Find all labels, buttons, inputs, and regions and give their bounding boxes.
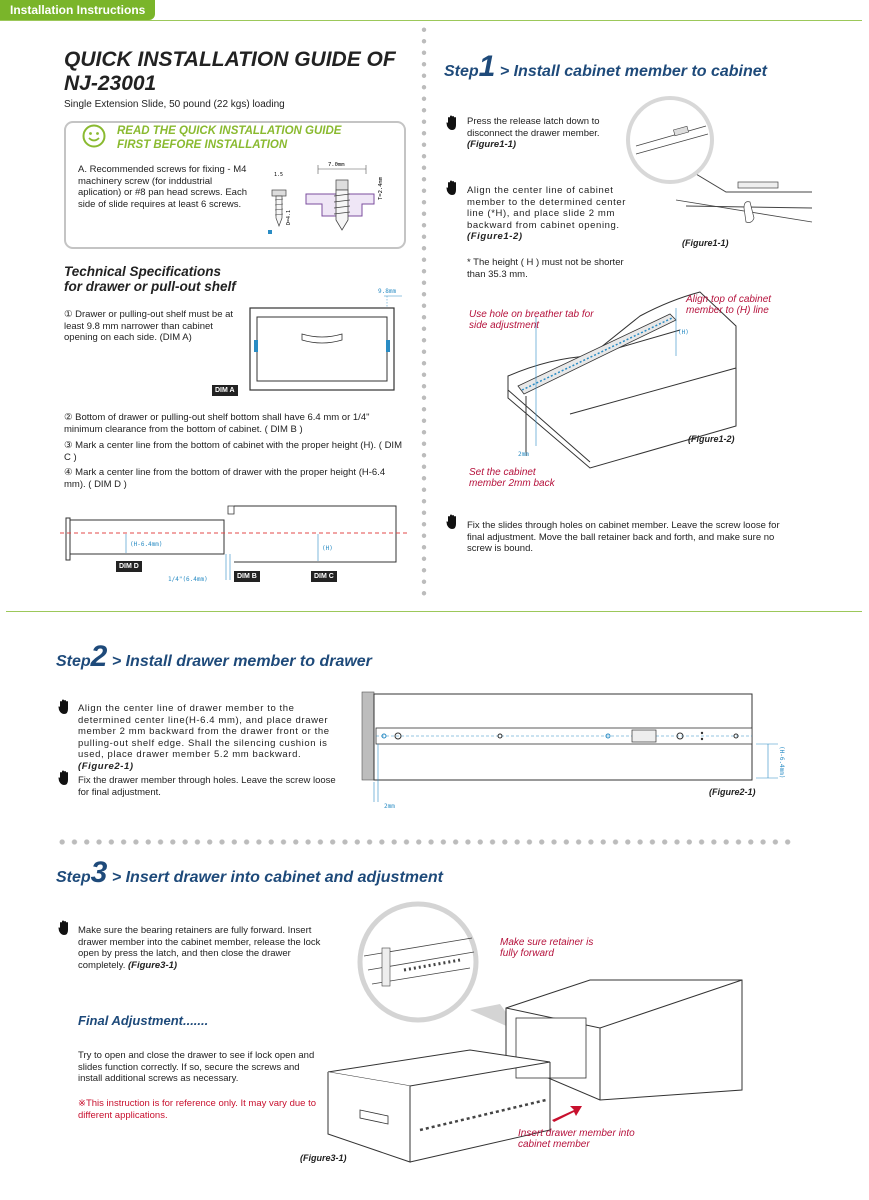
step3-para1: Make sure the bearing retainers are full… — [78, 925, 340, 971]
read-first-line1: READ THE QUICK INSTALLATION GUIDE — [117, 125, 342, 137]
screw-width-label: 7.0mm — [328, 162, 345, 168]
guide-title-line1: QUICK INSTALLATION GUIDE OF — [64, 48, 396, 71]
figure-1-1 — [626, 96, 813, 223]
smiley-icon — [82, 124, 106, 148]
spec-item-4: ④ Mark a center line from the bottom of … — [64, 467, 386, 490]
step3-title: > Insert drawer into cabinet and adjustm… — [111, 869, 443, 886]
final-adjustment-heading: Final Adjustment....... — [78, 1013, 209, 1028]
step1-para1-text: Press the release latch down to disconne… — [467, 116, 600, 139]
top-divider — [0, 20, 862, 21]
dim-d-tag: DIM D — [116, 561, 142, 572]
figure-2-1-2mm: 2mm — [384, 803, 395, 810]
read-first-box — [64, 121, 406, 249]
step1-para2-text: Align the center line of cabinet member … — [467, 185, 627, 231]
read-first-line2: FIRST BEFORE INSTALLATION — [117, 139, 288, 151]
dim-bcd-drawing: (H-6.4mm) (H) 1/4"(6.4mm) — [60, 505, 408, 583]
guide-title: QUICK INSTALLATION GUIDE OF NJ-23001 — [64, 48, 396, 96]
step3-para1-fig: (Figure3-1) — [127, 959, 178, 971]
hand-icon — [58, 770, 68, 785]
guide-title-line2: NJ-23001 — [64, 72, 157, 95]
screw-dim-a-label: 1.5 — [274, 172, 283, 178]
dim-a-tag: DIM A — [212, 385, 238, 396]
figure-1-2: (H) 2mm — [507, 291, 737, 469]
step1-title: > Install cabinet member to cabinet — [499, 63, 767, 80]
guide-subtitle: Single Extension Slide, 50 pound (22 kgs… — [64, 99, 285, 110]
step1-number: 1 — [478, 50, 496, 83]
figure-1-1-caption: (Figure1-1) — [682, 238, 729, 248]
callout-retainer: Make sure retainer is fully forward — [500, 937, 594, 959]
step1-heading: Step1 > Install cabinet member to cabine… — [444, 50, 767, 84]
figure-1-2-h: (H) — [678, 329, 689, 336]
hand-icon — [58, 920, 68, 935]
step1-para1-fig: (Figure1-1) — [467, 139, 517, 150]
figure-3-1-caption: (Figure3-1) — [300, 1153, 347, 1163]
final-adjustment-text: Try to open and close the drawer to see … — [78, 1050, 315, 1084]
step1-para1: Press the release latch down to disconne… — [467, 116, 637, 151]
hand-icon — [58, 699, 68, 714]
spec-heading-line1: Technical Specifications — [64, 264, 222, 279]
step1-para2: Align the center line of cabinet member … — [467, 185, 635, 243]
dim-a-drawing: 9.8mm — [249, 288, 402, 391]
step2-number: 2 — [90, 640, 108, 673]
step3-heading: Step3 > Insert drawer into cabinet and a… — [56, 856, 443, 890]
spec-item-3: ③ Mark a center line from the bottom of … — [64, 440, 402, 463]
figure-1-2-2mm: 2mm — [518, 451, 529, 458]
reference-note: ※This instruction is for reference only.… — [78, 1098, 316, 1121]
callout-align-top: Align top of cabinet member to (H) line — [686, 294, 772, 316]
step2-heading: Step2 > Install drawer member to drawer — [56, 640, 372, 674]
figure-1-2-caption: (Figure1-2) — [688, 434, 735, 444]
screw-dim-b-label: D=4.1 — [286, 210, 292, 225]
callout-set-2mm: Set the cabinet member 2mm back — [469, 467, 555, 489]
hand-icon — [446, 514, 456, 529]
section-tag: Installation Instructions — [0, 0, 156, 20]
callout-insert: Insert drawer member into cabinet member — [518, 1128, 635, 1150]
step2-para2: Fix the drawer member through holes. Lea… — [78, 775, 336, 798]
figure-2-1-h64: (H-6.4mm) — [778, 746, 785, 779]
middle-divider — [6, 611, 862, 612]
step2-para1: Align the center line of drawer member t… — [78, 703, 340, 772]
dim-d-value: (H-6.4mm) — [130, 541, 163, 548]
step3-para1-text: Make sure the bearing retainers are full… — [78, 925, 321, 971]
screw-thickness-label: T=2.4mm — [378, 176, 384, 200]
screw-recommendation: A. Recommended screws for fixing - M4 ma… — [78, 164, 247, 210]
step1-word: Step — [444, 63, 479, 80]
screw-diagram: 7.0mm T=2.4mm 1.5 D=4.1 — [268, 162, 384, 234]
callout-breather-hole: Use hole on breather tab for side adjust… — [469, 309, 594, 331]
dim-c-value: (H) — [322, 545, 333, 552]
step1-para3: Fix the slides through holes on cabinet … — [467, 520, 780, 554]
hand-icon — [446, 180, 456, 195]
dim-c-tag: DIM C — [311, 571, 337, 582]
dim-b-tag: DIM B — [234, 571, 260, 582]
spec-item-2: ② Bottom of drawer or pulling-out shelf … — [64, 412, 370, 435]
vertical-dot-divider — [421, 24, 427, 600]
step3-word: Step — [56, 869, 91, 886]
dim-a-value: 9.8mm — [378, 288, 396, 295]
step1-para2-fig: (Figure1-2) — [467, 231, 523, 242]
read-first-title: READ THE QUICK INSTALLATION GUIDE FIRST … — [117, 124, 341, 152]
step3-number: 3 — [90, 856, 108, 889]
step2-para1-fig: (Figure2-1) — [78, 760, 134, 772]
figure-3-1 — [327, 901, 743, 1163]
step2-para1-text: Align the center line of drawer member t… — [78, 703, 330, 760]
step2-word: Step — [56, 653, 91, 670]
figure-2-1-caption: (Figure2-1) — [709, 787, 756, 797]
step1-note: * The height ( H ) must not be shorter t… — [467, 257, 624, 280]
spec-item-1: ① Drawer or pulling-out shelf must be at… — [64, 309, 234, 343]
hand-icon — [446, 115, 456, 130]
spec-heading-line2: for drawer or pull-out shelf — [64, 279, 236, 294]
step2-title: > Install drawer member to drawer — [111, 653, 372, 670]
figure-2-1: (H-6.4mm) 2mm — [361, 691, 785, 810]
dim-b-value: 1/4"(6.4mm) — [168, 576, 208, 583]
horizontal-dot-divider — [56, 838, 796, 846]
spec-heading: Technical Specifications for drawer or p… — [64, 264, 236, 294]
